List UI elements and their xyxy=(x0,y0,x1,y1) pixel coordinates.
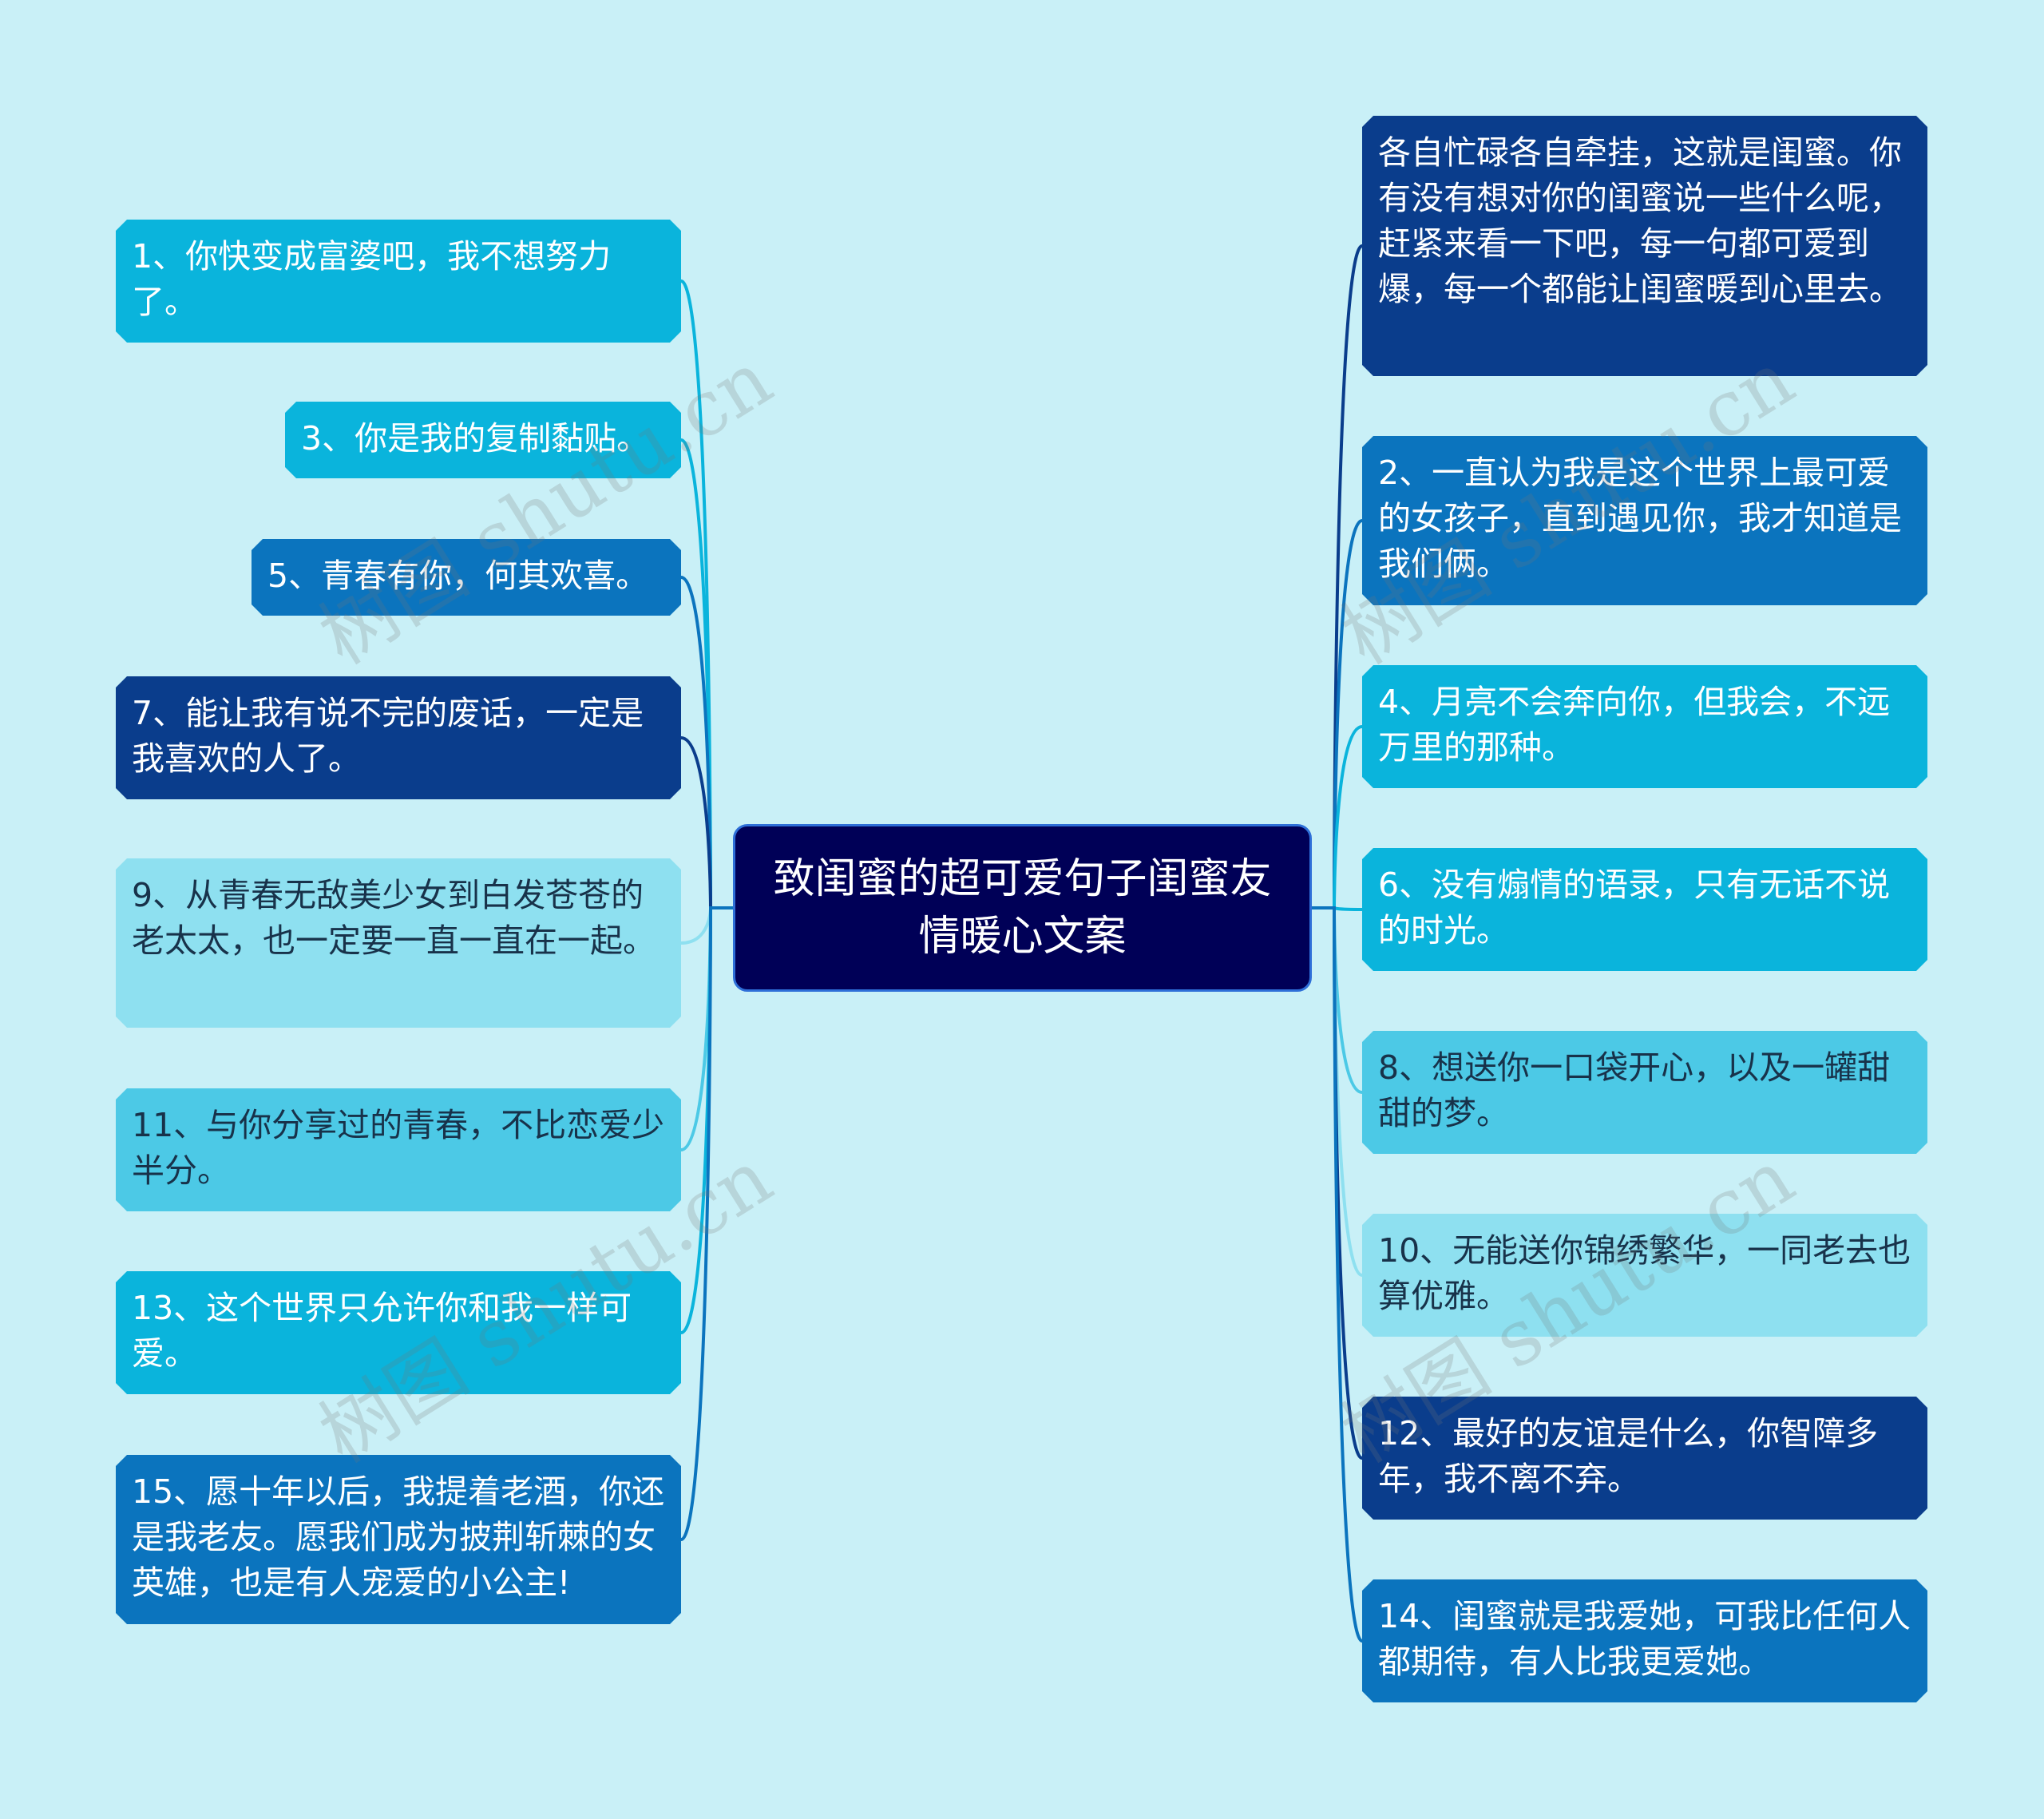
left-connector-4 xyxy=(680,906,733,945)
central-topic-label: 致闺蜜的超可爱句子闺蜜友情暖心文案 xyxy=(773,855,1272,961)
left-branch-13[interactable]: 13、这个世界只允许你和我一样可爱。 xyxy=(116,1271,681,1394)
left-connector-7 xyxy=(679,906,733,1541)
central-topic[interactable]: 致闺蜜的超可爱句子闺蜜友情暖心文案 xyxy=(733,824,1312,992)
left-branch-7[interactable]: 7、能让我有说不完的废话，一定是我喜欢的人了。 xyxy=(116,676,681,799)
branch-text: 5、青春有你，何其欢喜。 xyxy=(267,557,649,595)
branch-text: 2、一直认为我是这个世界上最可爱的女孩子，直到遇见你，我才知道是我们俩。 xyxy=(1378,454,1902,583)
branch-text: 7、能让我有说不完的废话，一定是我喜欢的人了。 xyxy=(132,694,644,778)
right-branch-12[interactable]: 12、最好的友谊是什么，你智障多年，我不离不弃。 xyxy=(1362,1397,1927,1520)
branch-text: 10、无能送你锦绣繁华，一同老去也算优雅。 xyxy=(1378,1231,1911,1315)
branch-text: 1、你快变成富婆吧，我不想努力了。 xyxy=(132,237,612,321)
right-branch-intro[interactable]: 各自忙碌各自牵挂，这就是闺蜜。你有没有想对你的闺蜜说一些什么呢，赶紧来看一下吧，… xyxy=(1362,116,1927,376)
branch-text: 15、愿十年以后，我提着老酒，你还是我老友。愿我们成为披荆斩棘的女英雄，也是有人… xyxy=(132,1472,665,1602)
branch-text: 9、从青春无敌美少女到白发苍苍的老太太，也一定要一直一直在一起。 xyxy=(132,876,656,960)
branch-text: 6、没有煽情的语录，只有无话不说的时光。 xyxy=(1378,866,1891,949)
right-branch-6[interactable]: 6、没有煽情的语录，只有无话不说的时光。 xyxy=(1362,848,1927,971)
right-branch-2[interactable]: 2、一直认为我是这个世界上最可爱的女孩子，直到遇见你，我才知道是我们俩。 xyxy=(1362,436,1927,605)
branch-text: 12、最好的友谊是什么，你智障多年，我不离不弃。 xyxy=(1378,1414,1879,1498)
right-connector-7 xyxy=(1312,906,1364,1643)
left-branch-15[interactable]: 15、愿十年以后，我提着老酒，你还是我老友。愿我们成为披荆斩棘的女英雄，也是有人… xyxy=(116,1455,681,1624)
left-branch-3[interactable]: 3、你是我的复制黏贴。 xyxy=(285,402,681,478)
branch-text: 13、这个世界只允许你和我一样可爱。 xyxy=(132,1289,632,1373)
branch-text: 8、想送你一口袋开心，以及一罐甜甜的梦。 xyxy=(1378,1048,1891,1132)
branch-text: 各自忙碌各自牵挂，这就是闺蜜。你有没有想对你的闺蜜说一些什么呢，赶紧来看一下吧，… xyxy=(1378,133,1902,308)
left-connector-3 xyxy=(680,736,733,910)
right-branch-8[interactable]: 8、想送你一口袋开心，以及一罐甜甜的梦。 xyxy=(1362,1031,1927,1154)
right-branch-10[interactable]: 10、无能送你锦绣繁华，一同老去也算优雅。 xyxy=(1362,1214,1927,1337)
left-branch-9[interactable]: 9、从青春无敌美少女到白发苍苍的老太太，也一定要一直一直在一起。 xyxy=(116,858,681,1028)
right-branch-14[interactable]: 14、闺蜜就是我爱她，可我比任何人都期待，有人比我更爱她。 xyxy=(1362,1579,1927,1702)
branch-text: 3、你是我的复制黏贴。 xyxy=(301,419,650,458)
left-branch-5[interactable]: 5、青春有你，何其欢喜。 xyxy=(252,539,681,616)
left-branch-1[interactable]: 1、你快变成富婆吧，我不想努力了。 xyxy=(116,220,681,343)
branch-text: 4、月亮不会奔向你，但我会，不远万里的那种。 xyxy=(1378,683,1891,767)
left-branch-11[interactable]: 11、与你分享过的青春，不比恋爱少半分。 xyxy=(116,1088,681,1211)
right-connector-2 xyxy=(1312,725,1363,910)
branch-text: 14、闺蜜就是我爱她，可我比任何人都期待，有人比我更爱她。 xyxy=(1378,1597,1911,1681)
branch-text: 11、与你分享过的青春，不比恋爱少半分。 xyxy=(132,1106,665,1190)
right-branch-4[interactable]: 4、月亮不会奔向你，但我会，不远万里的那种。 xyxy=(1362,665,1927,788)
